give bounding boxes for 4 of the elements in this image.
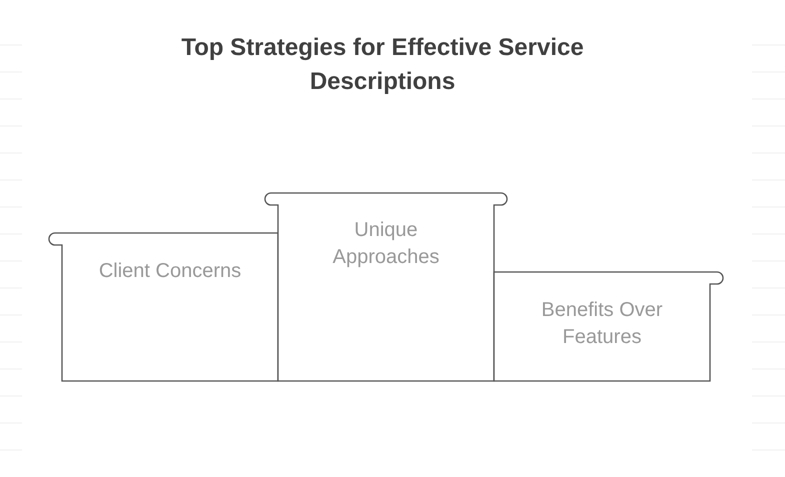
step-label: Client Concerns [98, 259, 242, 284]
diagram-title: Top Strategies for Effective Service Descriptions [180, 33, 585, 97]
step-label: Unique Approaches [332, 218, 440, 270]
step-label: Benefits Over Features [540, 298, 664, 350]
